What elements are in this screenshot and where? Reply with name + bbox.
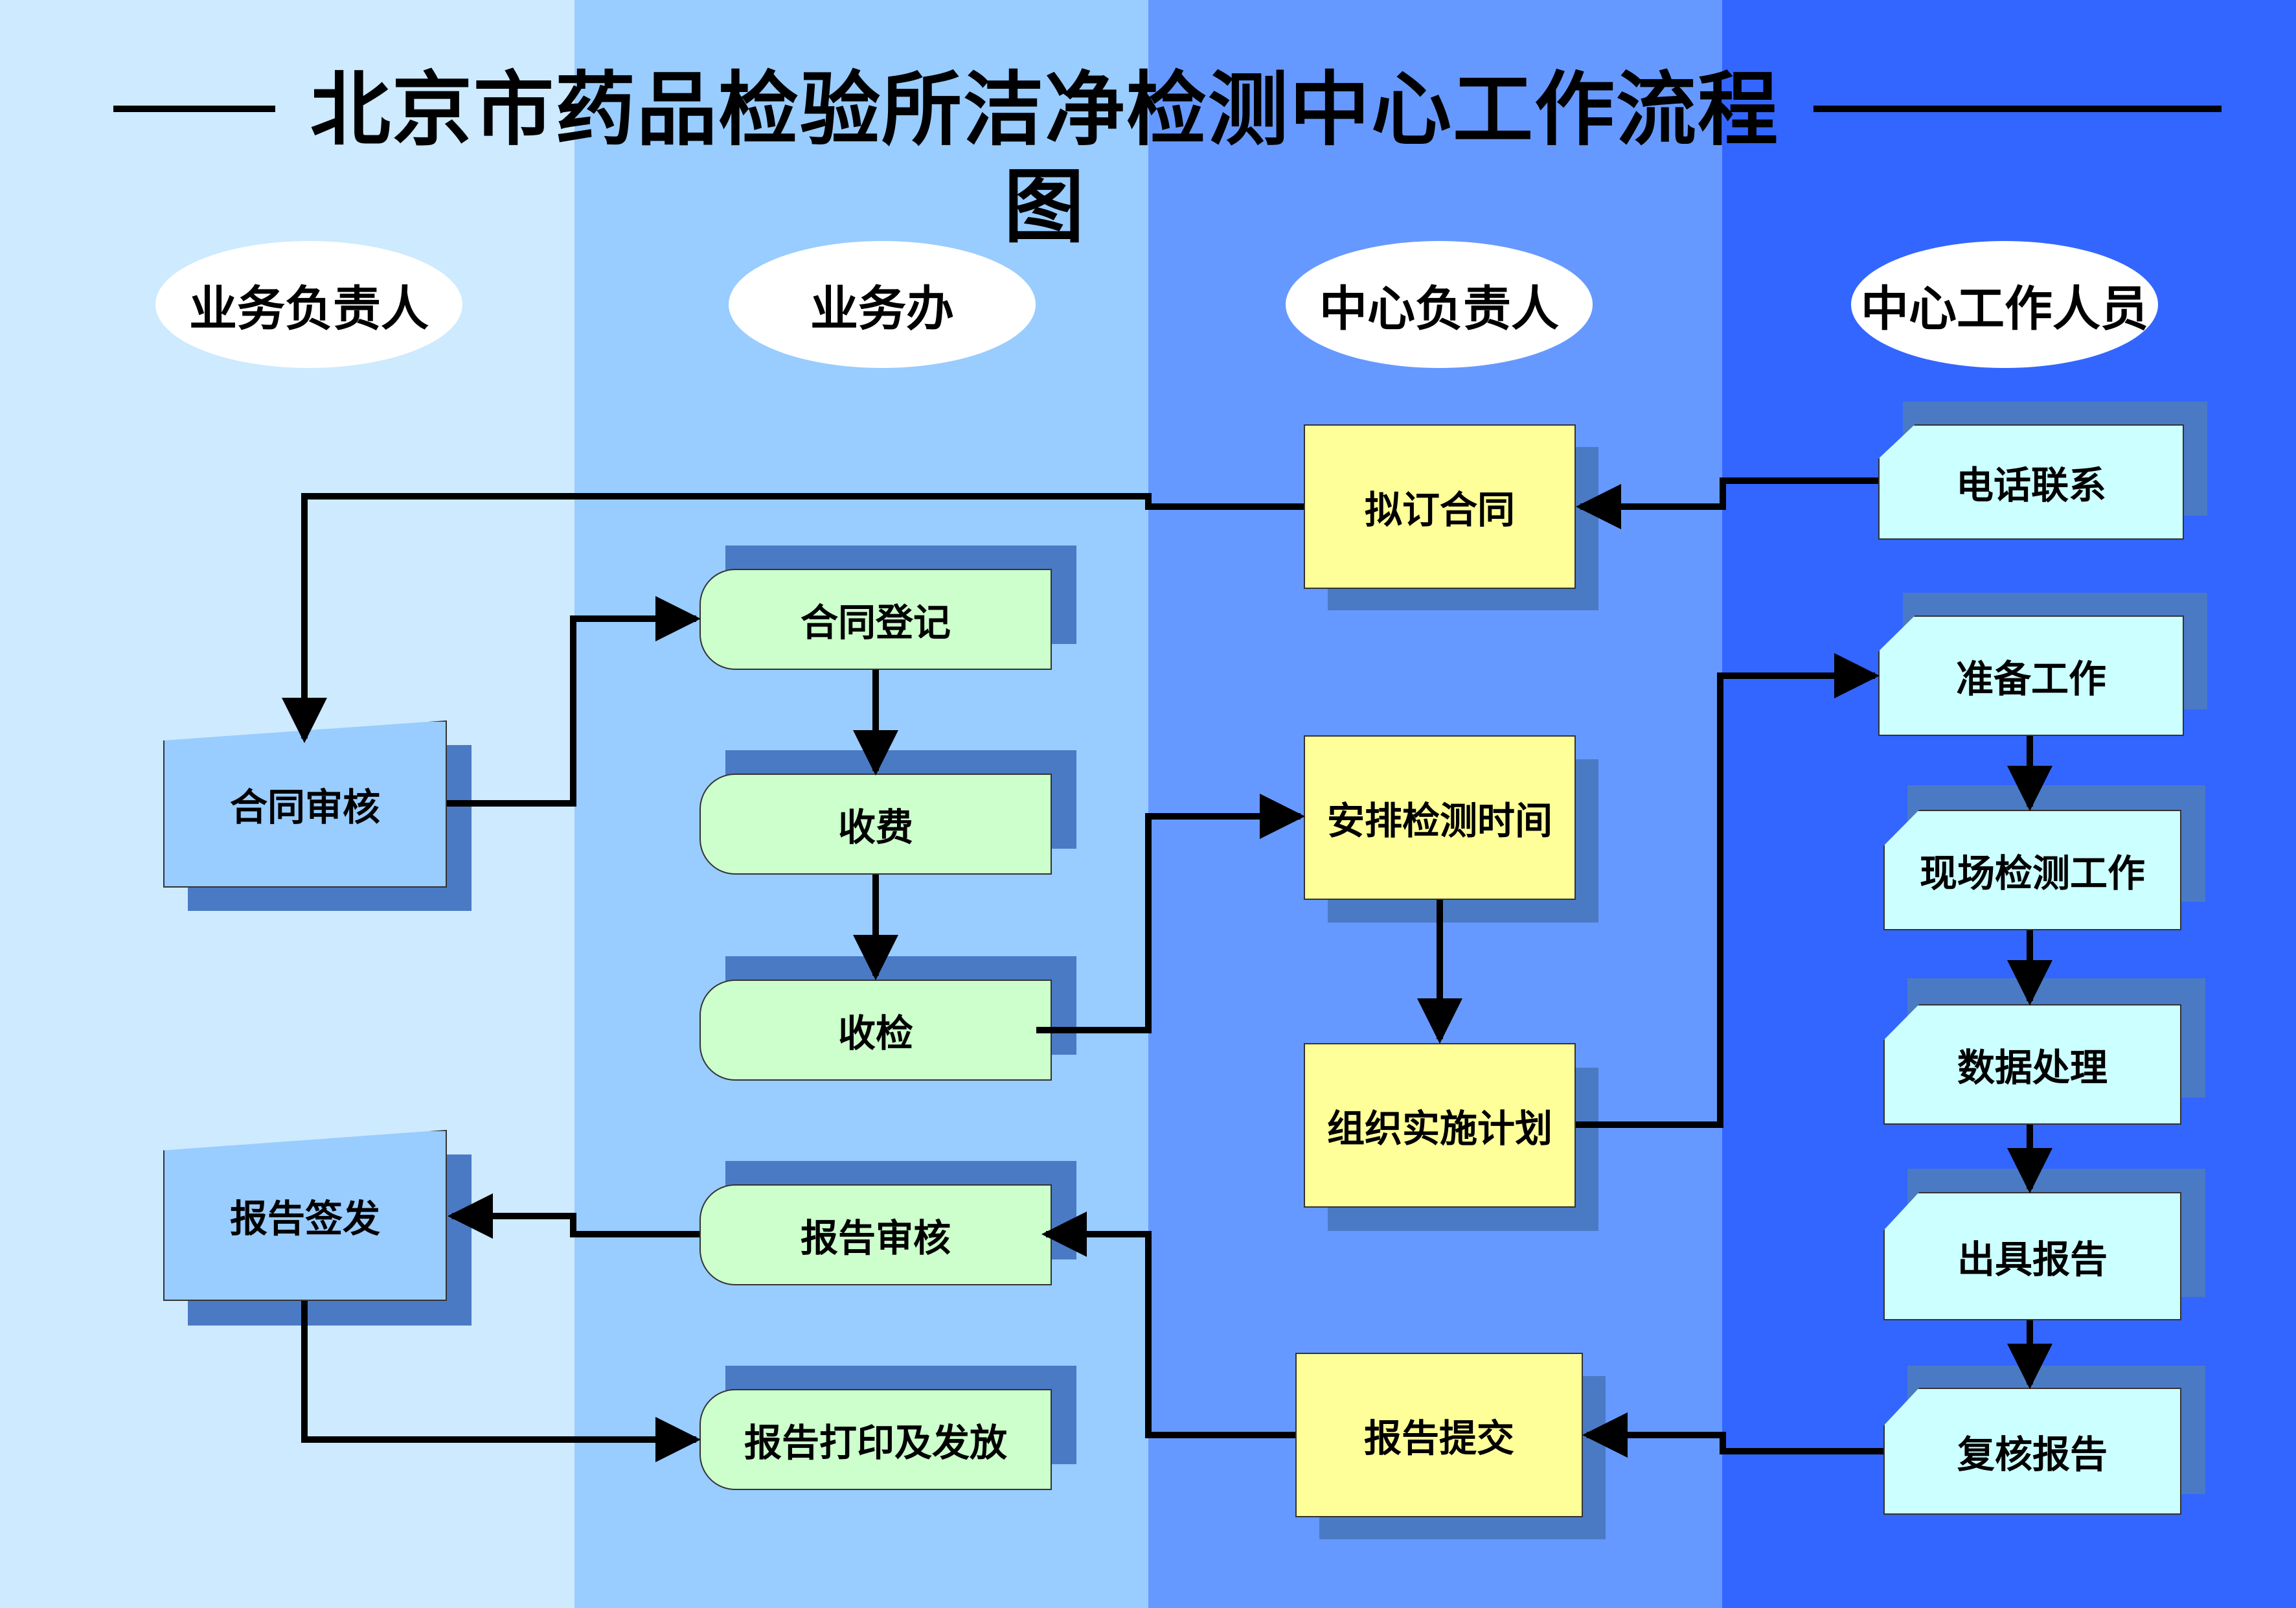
node-report-submit: 报告提交 bbox=[1295, 1353, 1583, 1517]
node-sample-receive: 收检 bbox=[699, 980, 1052, 1081]
lane-header-business-manager: 业务负责人 bbox=[155, 241, 462, 368]
arrow-plan-to-prepare bbox=[1576, 653, 1880, 1128]
arrow-sign-to-print bbox=[301, 1301, 701, 1462]
node-onsite: 现场检测工作 bbox=[1883, 810, 2181, 930]
node-report-sign: 报告签发 bbox=[163, 1130, 447, 1301]
node-draft-contract: 拟订合同 bbox=[1304, 424, 1576, 589]
node-prepare: 准备工作 bbox=[1878, 615, 2184, 736]
arrow-submit-to-review bbox=[1041, 1212, 1295, 1438]
lane-header-center-manager: 中心负责人 bbox=[1286, 241, 1593, 368]
node-contract-review: 合同审核 bbox=[163, 720, 447, 888]
arrow-draft-to-review bbox=[282, 493, 1304, 743]
node-issue-report: 出具报告 bbox=[1883, 1192, 2181, 1320]
arrow-receive-to-schedule bbox=[1036, 794, 1305, 1033]
node-report-print: 报告打印及发放 bbox=[699, 1389, 1052, 1490]
node-data: 数据处理 bbox=[1883, 1004, 2181, 1125]
node-contract-register: 合同登记 bbox=[699, 569, 1052, 670]
arrow-review-to-register bbox=[447, 596, 701, 807]
lane-header-center-staff: 中心工作人员 bbox=[1851, 241, 2158, 368]
node-plan: 组织实施计划 bbox=[1304, 1043, 1576, 1208]
node-phone: 电话联系 bbox=[1878, 424, 2184, 540]
title-block: 北京市药品检验所洁净检测中心工作流程图 bbox=[0, 62, 2296, 254]
arrow-review-to-sign bbox=[448, 1193, 699, 1239]
title-line-right bbox=[1813, 106, 2222, 112]
page-title: 北京市药品检验所洁净检测中心工作流程图 bbox=[310, 63, 1779, 254]
arrow-recheck-to-submit bbox=[1582, 1412, 1883, 1458]
node-recheck: 复核报告 bbox=[1883, 1388, 2181, 1515]
lane-header-business-office: 业务办 bbox=[729, 241, 1036, 368]
node-fee: 收费 bbox=[699, 774, 1052, 875]
title-line-left bbox=[113, 106, 275, 112]
arrow-phone-to-draft bbox=[1576, 477, 1878, 529]
node-report-review: 报告审核 bbox=[699, 1184, 1052, 1285]
